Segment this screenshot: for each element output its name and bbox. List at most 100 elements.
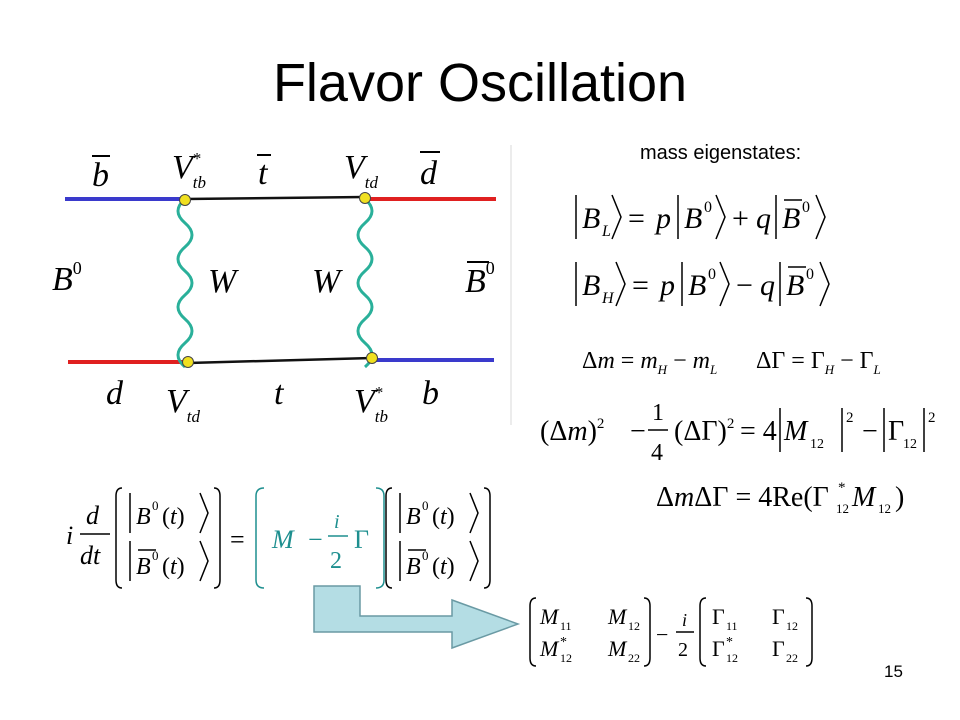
svg-text:(ΔΓ)2: (ΔΓ)2 bbox=[674, 416, 734, 447]
label-b0-bar-right: B0 bbox=[465, 258, 495, 300]
equation-delta-m-gamma: Δm = mH − mL ΔΓ = ΓH − ΓL bbox=[582, 348, 881, 377]
vtb-star: * bbox=[374, 383, 383, 402]
svg-text:Γ: Γ bbox=[712, 604, 725, 629]
svg-text:Γ: Γ bbox=[712, 636, 725, 661]
svg-text:22: 22 bbox=[786, 651, 798, 665]
label-w-right: W bbox=[312, 263, 343, 300]
svg-text:0: 0 bbox=[704, 199, 712, 216]
equation-time-evolution: i d dt B 0 (t) B 0 (t) = M − i 2 Γ B 0 (… bbox=[66, 487, 491, 589]
svg-text:H: H bbox=[601, 290, 615, 307]
svg-text:2: 2 bbox=[846, 410, 854, 426]
svg-text:dt: dt bbox=[80, 541, 101, 570]
svg-text:B: B bbox=[684, 202, 702, 235]
svg-text:=: = bbox=[628, 202, 645, 235]
right-w-boson bbox=[356, 197, 374, 369]
svg-text:12: 12 bbox=[560, 651, 572, 665]
svg-text:2: 2 bbox=[330, 548, 342, 574]
svg-text:0: 0 bbox=[802, 199, 810, 216]
b0-sup: 0 bbox=[486, 258, 495, 278]
svg-text:2: 2 bbox=[678, 639, 688, 661]
bottom-internal-line bbox=[187, 356, 373, 365]
svg-text:B: B bbox=[688, 269, 706, 302]
feynman-box-diagram: b Vtb* t Vtd d B0 W W B0 d Vtd t Vtb* b bbox=[52, 149, 496, 426]
label-vtb-star-top: Vtb* bbox=[172, 149, 206, 192]
label-b-bottom: b bbox=[422, 375, 439, 412]
svg-text:*: * bbox=[726, 635, 733, 650]
svg-text:11: 11 bbox=[560, 619, 572, 633]
svg-text:M: M bbox=[607, 636, 628, 661]
equation-b-light: B L = p B 0 + q B 0 bbox=[575, 194, 826, 240]
equation-product-relation: ΔmΔΓ = 4Re(Γ * 12 M 12 ) bbox=[656, 480, 904, 516]
svg-text:B: B bbox=[406, 554, 421, 580]
label-t-bar-top: t bbox=[258, 155, 269, 192]
svg-text:1: 1 bbox=[652, 400, 664, 426]
svg-text:i: i bbox=[682, 610, 687, 630]
svg-text:*: * bbox=[560, 635, 567, 650]
svg-text:B: B bbox=[582, 202, 600, 235]
elbow-arrow bbox=[313, 585, 521, 650]
svg-text:4: 4 bbox=[651, 440, 663, 466]
mass-eigenstates-label: mass eigenstates: bbox=[640, 142, 802, 164]
svg-text:12: 12 bbox=[628, 619, 640, 633]
svg-text:B: B bbox=[136, 554, 151, 580]
svg-text:q: q bbox=[760, 269, 775, 302]
label-vtd-top: Vtd bbox=[344, 149, 379, 192]
svg-text:M: M bbox=[271, 525, 295, 554]
svg-text:B: B bbox=[582, 269, 600, 302]
svg-text:12: 12 bbox=[726, 651, 738, 665]
equation-b-heavy: B H = p B 0 − q B 0 bbox=[575, 261, 830, 307]
svg-text:M: M bbox=[607, 604, 628, 629]
b0-sup: 0 bbox=[73, 258, 82, 278]
svg-text:12: 12 bbox=[786, 619, 798, 633]
svg-text:p: p bbox=[658, 269, 675, 302]
vertex-bottom-right bbox=[366, 352, 378, 364]
svg-text:(t): (t) bbox=[162, 504, 185, 530]
b-symbol: B bbox=[52, 261, 73, 298]
svg-text:12: 12 bbox=[810, 437, 824, 452]
svg-text:B: B bbox=[136, 504, 151, 530]
vertex-top-left bbox=[179, 194, 191, 206]
svg-text:Δm = mH − mL: Δm = mH − mL bbox=[582, 348, 717, 377]
svg-text:11: 11 bbox=[726, 619, 738, 633]
svg-text:ΔmΔΓ = 4Re(Γ: ΔmΔΓ = 4Re(Γ bbox=[656, 482, 829, 513]
svg-text:−: − bbox=[308, 525, 323, 554]
svg-text:M: M bbox=[539, 636, 560, 661]
svg-text:= 4: = 4 bbox=[740, 416, 777, 447]
svg-text:): ) bbox=[895, 482, 904, 513]
label-vtb-star-bottom: Vtb* bbox=[354, 383, 388, 426]
svg-text:M: M bbox=[783, 416, 809, 447]
svg-text:Γ: Γ bbox=[772, 636, 785, 661]
svg-text:d: d bbox=[86, 501, 100, 530]
svg-text:0: 0 bbox=[806, 266, 814, 283]
vertex-bottom-left bbox=[182, 356, 194, 368]
equation-mass-width-relation: (Δm)2 − 1 4 (ΔΓ)2 = 4 M 12 2 − Γ 12 2 bbox=[540, 400, 936, 466]
svg-text:0: 0 bbox=[422, 548, 429, 563]
svg-text:−: − bbox=[862, 416, 878, 447]
svg-text:L: L bbox=[601, 223, 611, 240]
svg-text:12: 12 bbox=[836, 501, 849, 516]
label-d-bottom: d bbox=[106, 375, 124, 412]
svg-text:Γ: Γ bbox=[888, 416, 904, 447]
b-symbol: B bbox=[465, 263, 486, 300]
svg-text:−: − bbox=[736, 269, 753, 302]
svg-text:+: + bbox=[732, 202, 749, 235]
svg-text:−: − bbox=[630, 416, 646, 447]
svg-text:(t): (t) bbox=[162, 554, 185, 580]
label-vtd-bottom: Vtd bbox=[166, 383, 201, 426]
svg-text:(Δm)2: (Δm)2 bbox=[540, 416, 604, 447]
left-w-boson bbox=[176, 197, 194, 369]
svg-text:q: q bbox=[756, 202, 771, 235]
svg-text:0: 0 bbox=[708, 266, 716, 283]
svg-text:M: M bbox=[851, 482, 877, 513]
svg-text:Γ: Γ bbox=[772, 604, 785, 629]
vtb-sub: tb bbox=[375, 407, 388, 426]
svg-text:B: B bbox=[782, 202, 800, 235]
equation-matrix-decomposition: M 11 M 12 M * 12 M 22 − i 2 Γ 11 Γ 12 Γ … bbox=[529, 597, 813, 667]
svg-text:M: M bbox=[539, 604, 560, 629]
svg-text:i: i bbox=[66, 521, 73, 550]
vtb-star: * bbox=[192, 149, 201, 168]
svg-text:p: p bbox=[654, 202, 671, 235]
svg-text:0: 0 bbox=[152, 548, 159, 563]
slide-title: Flavor Oscillation bbox=[272, 53, 688, 113]
svg-text:=: = bbox=[230, 525, 245, 554]
